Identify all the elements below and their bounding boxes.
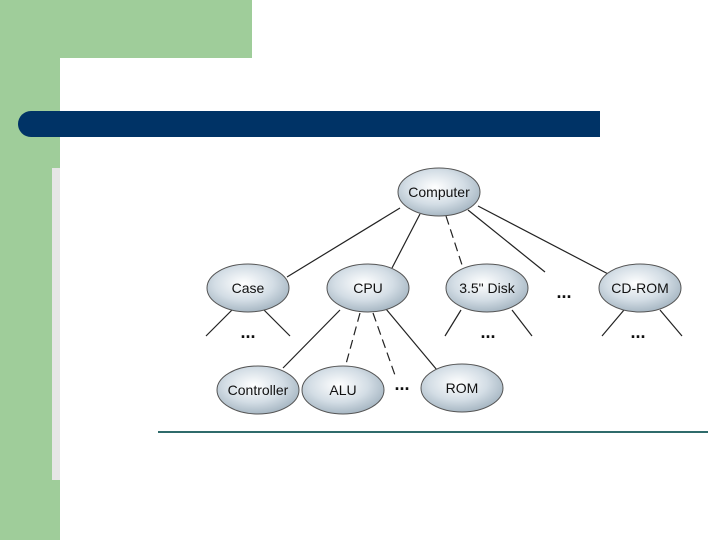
edge-cdrom-left xyxy=(601,309,625,337)
label-case: Case xyxy=(232,280,265,296)
label-controller: Controller xyxy=(228,382,289,398)
edge-disk-left xyxy=(444,309,462,337)
edge-case-left xyxy=(205,309,233,337)
edge-computer-cdrom xyxy=(477,205,613,277)
ellipsis-cdrom: ... xyxy=(630,322,645,342)
edge-case-right xyxy=(263,309,291,337)
top-green-block xyxy=(0,0,252,58)
label-cdrom: CD-ROM xyxy=(611,280,669,296)
node-alu xyxy=(301,365,385,415)
ellipsis-cpu: ... xyxy=(394,374,409,394)
node-cdrom xyxy=(598,263,682,313)
edge-cpu-dots xyxy=(372,312,397,379)
edge-disk-right xyxy=(511,309,533,337)
left-green-band xyxy=(0,0,60,540)
node-controller xyxy=(216,365,300,415)
edge-cdrom-right xyxy=(659,309,683,337)
edge-computer-disk xyxy=(445,215,464,269)
ellipsis-case: ... xyxy=(240,322,255,342)
edge-computer-cpu xyxy=(391,213,421,269)
ellipsis-level1: ... xyxy=(556,282,571,302)
edge-computer-dots xyxy=(467,209,546,273)
label-alu: ALU xyxy=(329,382,356,398)
edge-computer-case xyxy=(286,207,401,278)
label-rom: ROM xyxy=(446,380,479,396)
edge-cpu-alu xyxy=(345,312,361,365)
edge-cpu-controller xyxy=(282,309,341,369)
node-disk xyxy=(445,263,529,313)
title-bar xyxy=(18,111,600,137)
node-rom xyxy=(420,363,504,413)
node-computer xyxy=(397,167,481,217)
label-cpu: CPU xyxy=(353,280,383,296)
left-gray-strip xyxy=(52,168,60,480)
node-case xyxy=(206,263,290,313)
label-computer: Computer xyxy=(408,184,470,200)
bottom-rule xyxy=(158,431,708,433)
ellipsis-disk: ... xyxy=(480,322,495,342)
node-cpu xyxy=(326,263,410,313)
label-disk: 3.5" Disk xyxy=(459,280,516,296)
edge-cpu-rom xyxy=(385,308,438,371)
